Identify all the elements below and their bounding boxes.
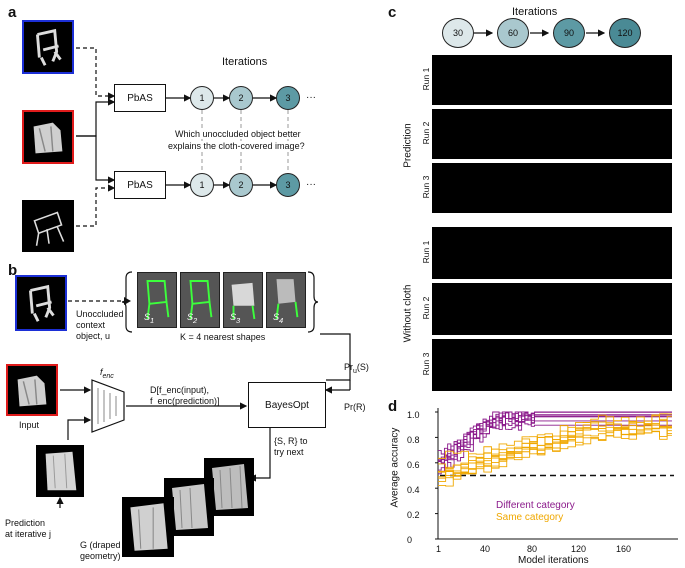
same-category-line-9 [438,418,672,482]
panel-c-arrows [474,29,606,37]
fenc-label: fenc [100,367,114,380]
panel-label-c: c [388,4,397,21]
iteration-node-90: 90 [553,18,585,48]
without-run-1-strip [432,227,672,279]
ytick-1: 0.2 [407,510,420,520]
same-category-line-3 [438,415,672,475]
run-label-without-2: Run 2 [421,296,431,320]
iteration-node-bottom-1: 1 [190,173,214,197]
accuracy-plot [435,408,678,540]
iteration-node-30: 30 [442,18,474,48]
context-label-1: Unoccluded [76,309,124,319]
run-label-pred-2: Run 2 [421,121,431,145]
context-label-3: object, u [76,331,111,341]
draped-geometry-1 [122,497,174,557]
ellipsis-top: ··· [306,92,316,103]
nearest-shape-4: S4 [266,272,306,328]
distance-line-1: D[f_enc(input), [150,385,210,395]
question-line-1: Which unoccluded object better [175,129,301,140]
pru-label: Pru(S) [344,362,369,375]
iterations-label-c: Iterations [512,6,558,18]
prediction-label-2: at iterative j [5,529,52,539]
run-label-without-3: Run 3 [421,352,431,376]
iteration-node-120: 120 [609,18,641,48]
ytick-5: 1.0 [407,410,420,420]
iteration-node-top-2: 2 [229,86,253,110]
run-label-pred-3: Run 3 [421,175,431,199]
g-label-1: G (draped [80,540,121,550]
without-run-2-strip [432,283,672,335]
sr-line-2: try next [274,447,304,457]
iteration-node-60: 60 [497,18,529,48]
xtick-160: 160 [616,544,632,554]
legend-same: Same category [496,512,564,523]
panel-label-d: d [388,398,398,415]
nearest-shape-2: S2 [180,272,220,328]
xtick-40: 40 [480,544,491,554]
same-category-line-5 [438,427,672,478]
distance-line-2: f_enc(prediction)] [150,396,220,406]
same-category-line-6 [438,414,672,480]
input-thumbnail-b [6,364,58,416]
shape-label-3: S3 [230,312,241,325]
iterations-label-a: Iterations [222,56,268,68]
input-thumbnail [22,110,74,164]
panel-label-b: b [8,262,18,279]
sr-line-1: {S, R} to [274,436,308,446]
bayesopt-box: BayesOpt [248,382,326,428]
context-label-2: context [76,320,106,330]
pbas-bottom-box: PbAS [114,171,166,199]
y-axis-label: Average accuracy [389,427,401,508]
nearest-shape-3: S3 [223,272,263,328]
group-label-prediction: Prediction [402,123,414,168]
ytick-0: 0 [407,535,413,545]
question-line-2: explains the cloth-covered image? [168,141,305,152]
iteration-node-top-1: 1 [190,86,214,110]
legend-different: Different category [496,500,575,511]
iteration-node-bottom-2: 2 [229,173,253,197]
prr-label: Pr(R) [344,402,366,412]
pbas-top-box: PbAS [114,84,166,112]
context-object-thumbnail-b [15,275,67,331]
group-label-without-cloth: Without cloth [402,284,414,343]
alternative-object-thumbnail [22,200,74,252]
panel-b-connectors [56,333,351,508]
xtick-1: 1 [436,544,442,554]
same-category-line-4 [438,427,672,475]
ytick-3: 0.6 [407,460,420,470]
g-label-2: geometry) [80,551,121,561]
context-dashed-arrow [68,297,131,305]
ellipsis-bottom: ··· [306,179,316,190]
knn-label: K = 4 nearest shapes [180,332,266,342]
input-label: Input [19,420,40,430]
ytick-2: 0.4 [407,485,420,495]
prediction-run-3-strip [432,163,672,213]
prediction-run-2-strip [432,109,672,159]
iteration-node-bottom-3: 3 [276,173,300,197]
x-axis-label: Model iterations [518,555,589,566]
shape-label-1: S1 [144,312,155,325]
different-category-line-6 [438,411,672,463]
run-label-pred-1: Run 1 [421,67,431,91]
nearest-shape-1: S1 [137,272,177,328]
shape-label-4: S4 [273,312,284,325]
run-label-without-1: Run 1 [421,240,431,264]
xtick-80: 80 [527,544,538,554]
without-run-3-strip [432,339,672,391]
xtick-120: 120 [571,544,587,554]
different-category-line-5 [438,416,672,456]
shape-label-2: S2 [187,312,198,325]
different-category-line-8 [438,414,672,461]
context-object-thumbnail [22,20,74,74]
prediction-run-1-strip [432,55,672,105]
prediction-label-1: Prediction [5,518,46,528]
shapes-brace [122,271,319,333]
same-category-line-8 [438,423,672,461]
iteration-node-top-3: 3 [276,86,300,110]
ytick-4: 0.8 [407,435,420,445]
prediction-thumbnail [36,445,84,497]
panel-label-a: a [8,4,17,21]
